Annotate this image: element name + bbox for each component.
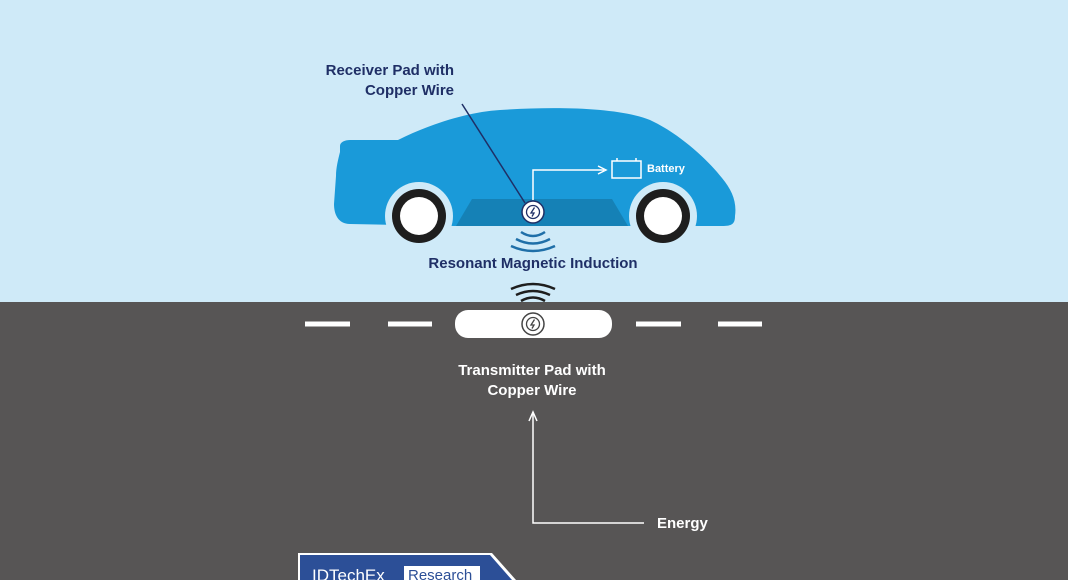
rear-wheel [636,189,690,243]
front-wheel [392,189,446,243]
battery-label: Battery [647,163,685,175]
logo-name: IDTechEx [312,566,385,585]
receiver-waves [510,230,556,253]
receiver-pointer-line [461,103,526,204]
transmitter-pad-label: Transmitter Pad with Copper Wire [458,362,606,399]
energy-label: Energy [657,515,708,532]
transmitter-waves [510,282,556,303]
wireless-charging-icon [521,312,545,336]
receiver-pad-label: Receiver Pad with Copper Wire [325,62,454,99]
logo-badge: Research [404,566,480,586]
energy-arrow [528,410,644,524]
battery-icon [611,158,642,179]
road-background [0,302,1068,580]
wireless-charging-icon [521,200,545,224]
battery-arrow [532,165,608,200]
induction-label: Resonant Magnetic Induction [428,255,638,272]
